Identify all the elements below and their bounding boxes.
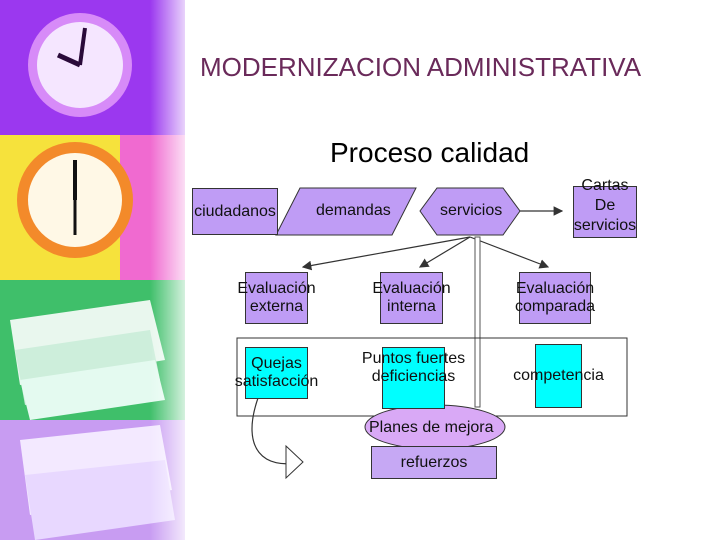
cartas-line-3: servicios xyxy=(574,216,636,236)
quejas-line-1: Quejas xyxy=(235,355,319,373)
puntos-line-1: Puntos fuertes xyxy=(362,350,465,368)
ciudadanos-box: ciudadanos xyxy=(192,188,278,235)
curved-arrow-head xyxy=(286,446,303,478)
externa-line-1: Evaluación xyxy=(237,280,315,298)
cartas-box: Cartas De servicios xyxy=(573,186,637,238)
puntos-box: Puntos fuertes deficiencias xyxy=(382,347,445,409)
competencia-label: competencia xyxy=(513,367,604,385)
arrow-to-comparada xyxy=(470,237,548,267)
quejas-line-2: satisfacción xyxy=(235,373,319,391)
vertical-connector xyxy=(475,237,480,407)
evaluacion-externa-box: Evaluación externa xyxy=(245,272,308,324)
demandas-label: demandas xyxy=(316,202,391,220)
servicios-label: servicios xyxy=(440,202,502,220)
quejas-box: Quejas satisfacción xyxy=(245,347,308,399)
comparada-line-2: comparada xyxy=(515,298,595,316)
cartas-line-1: Cartas xyxy=(574,176,636,196)
refuerzos-box: refuerzos xyxy=(371,446,497,479)
planes-label: Planes de mejora xyxy=(369,419,494,437)
externa-line-2: externa xyxy=(237,298,315,316)
refuerzos-label: refuerzos xyxy=(401,454,468,472)
puntos-line-2: deficiencias xyxy=(362,368,465,386)
interna-line-1: Evaluación xyxy=(372,280,450,298)
competencia-box: competencia xyxy=(535,344,582,408)
evaluacion-interna-box: Evaluación interna xyxy=(380,272,443,324)
interna-line-2: interna xyxy=(372,298,450,316)
ciudadanos-label: ciudadanos xyxy=(194,203,276,221)
cartas-line-2: De xyxy=(574,196,636,216)
evaluacion-comparada-box: Evaluación comparada xyxy=(519,272,591,324)
comparada-line-1: Evaluación xyxy=(515,280,595,298)
